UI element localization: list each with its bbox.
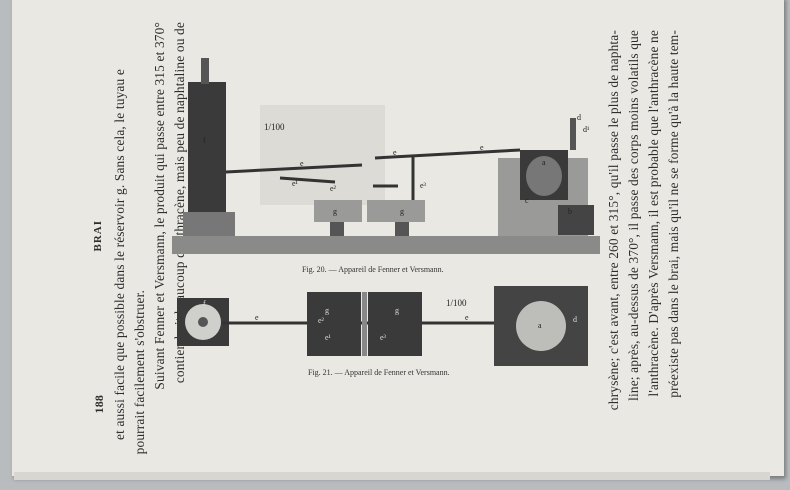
svg-text:e: e — [480, 143, 484, 152]
svg-text:b: b — [568, 207, 572, 216]
svg-text:e²: e² — [318, 316, 325, 325]
svg-text:a: a — [542, 158, 546, 167]
svg-text:d¹: d¹ — [583, 125, 590, 134]
svg-text:e: e — [465, 313, 469, 322]
svg-text:e: e — [393, 148, 397, 157]
svg-text:f: f — [203, 299, 206, 308]
svg-text:g: g — [333, 207, 337, 216]
svg-text:e³: e³ — [380, 333, 387, 342]
figure-21-drawing: f e g g e¹ e² e³ e a d — [177, 286, 588, 366]
figure-21-caption: Fig. 21. — Appareil de Fenner et Versman… — [308, 368, 450, 377]
svg-text:e: e — [300, 159, 304, 168]
figure-20-drawing: f e e¹ e² e³ e e d d¹ a c b g g — [172, 58, 600, 254]
svg-text:d: d — [577, 113, 581, 122]
svg-text:g: g — [325, 306, 329, 315]
figure-20-caption: Fig. 20. — Appareil de Fenner et Versman… — [302, 265, 444, 274]
svg-text:e¹: e¹ — [325, 333, 332, 342]
svg-text:e: e — [255, 313, 259, 322]
svg-text:g: g — [395, 306, 399, 315]
svg-text:a: a — [538, 321, 542, 330]
svg-text:e²: e² — [330, 184, 337, 193]
page-edge — [14, 472, 770, 480]
svg-text:e³: e³ — [420, 181, 427, 190]
svg-text:c: c — [525, 196, 529, 205]
figure-20-scale: 1/100 — [264, 122, 285, 132]
svg-text:d: d — [573, 315, 577, 324]
svg-text:g: g — [400, 207, 404, 216]
figure-21-scale: 1/100 — [446, 298, 467, 308]
svg-text:f: f — [203, 136, 206, 145]
svg-text:e¹: e¹ — [292, 179, 299, 188]
